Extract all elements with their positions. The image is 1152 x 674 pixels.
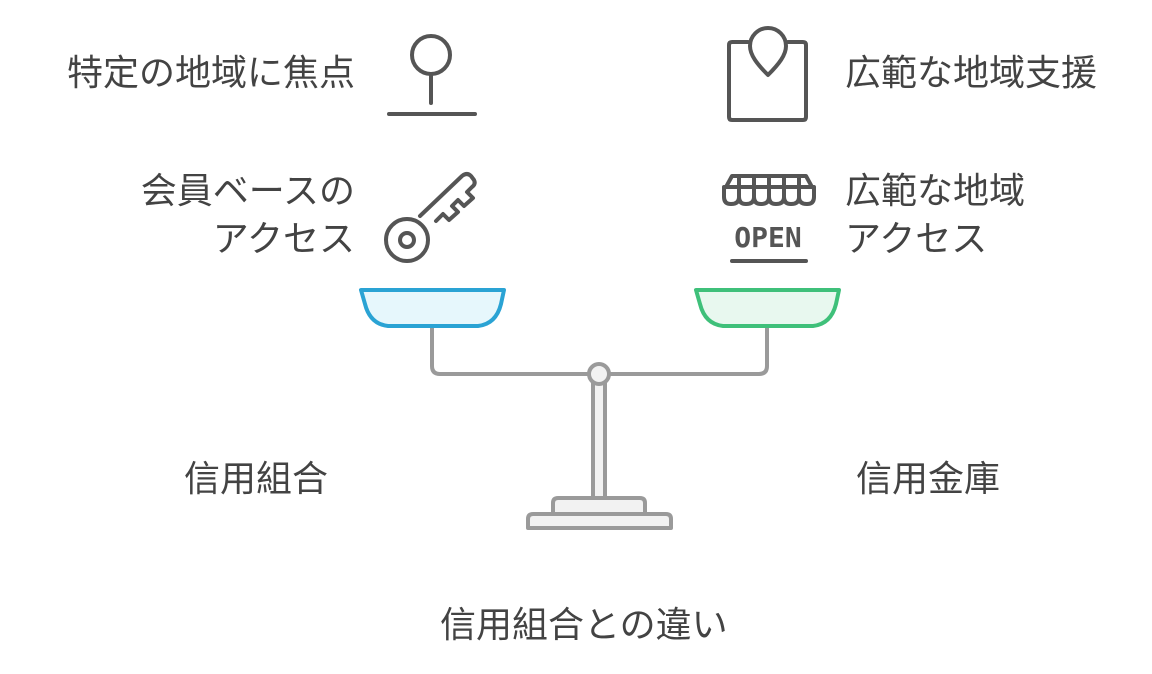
open-sign-text: OPEN <box>734 221 801 254</box>
right-scale-pan <box>696 290 839 326</box>
scale-base <box>528 514 671 528</box>
open-store-icon: OPEN <box>724 176 814 261</box>
scale-base-top <box>553 498 645 514</box>
key-icon <box>386 174 475 261</box>
scale-pole <box>593 382 605 500</box>
map-location-icon <box>729 28 806 120</box>
scale-pivot <box>589 364 609 384</box>
left-scale-pan <box>361 290 504 326</box>
map-pin-icon <box>389 36 475 114</box>
